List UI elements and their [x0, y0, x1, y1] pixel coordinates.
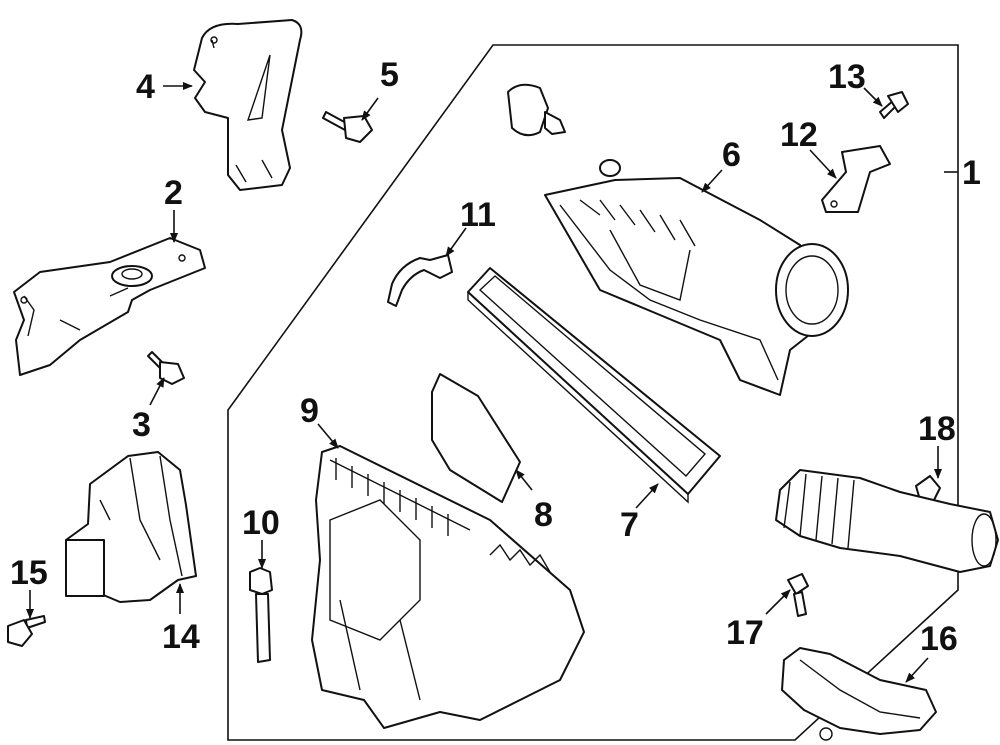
part-13-screw — [879, 91, 909, 119]
callout-4: 4 — [136, 68, 155, 106]
callout-10: 10 — [242, 504, 280, 542]
callout-2: 2 — [164, 174, 183, 212]
part-17-bolt — [787, 573, 809, 617]
callout-16: 16 — [920, 620, 958, 658]
part-12-sensor — [821, 145, 891, 213]
part-10-bolt — [249, 567, 273, 663]
part-4-bracket — [193, 19, 303, 191]
sensor-component — [507, 83, 566, 137]
part-7-filter — [467, 267, 721, 504]
callout-12: 12 — [780, 116, 818, 154]
part-11-clip — [387, 254, 453, 307]
part-3-bolt — [147, 351, 185, 385]
grommet — [599, 159, 621, 177]
part-2-mount-bracket — [13, 237, 206, 376]
callout-7: 7 — [620, 506, 639, 544]
callout-1: 1 — [962, 154, 981, 192]
assembly-outline — [227, 44, 959, 741]
part-9-housing — [311, 445, 585, 729]
callout-5: 5 — [380, 56, 399, 94]
callout-9: 9 — [300, 392, 319, 430]
callout-14: 14 — [162, 618, 200, 656]
callout-3: 3 — [132, 406, 151, 444]
part-8-baffle — [431, 373, 521, 503]
callout-13: 13 — [828, 58, 866, 96]
callout-18: 18 — [918, 410, 956, 448]
callout-8: 8 — [534, 496, 553, 534]
part-14-inlet-duct — [65, 451, 197, 603]
callout-17: 17 — [726, 614, 764, 652]
part-16-duct — [781, 647, 937, 741]
part-6-cover — [544, 177, 849, 396]
callout-11: 11 — [460, 196, 496, 234]
callout-6: 6 — [722, 136, 741, 174]
part-15-bolt — [7, 615, 46, 647]
callout-15: 15 — [10, 554, 48, 592]
outlet-tube — [775, 469, 999, 573]
part-5-bolt — [322, 111, 373, 143]
